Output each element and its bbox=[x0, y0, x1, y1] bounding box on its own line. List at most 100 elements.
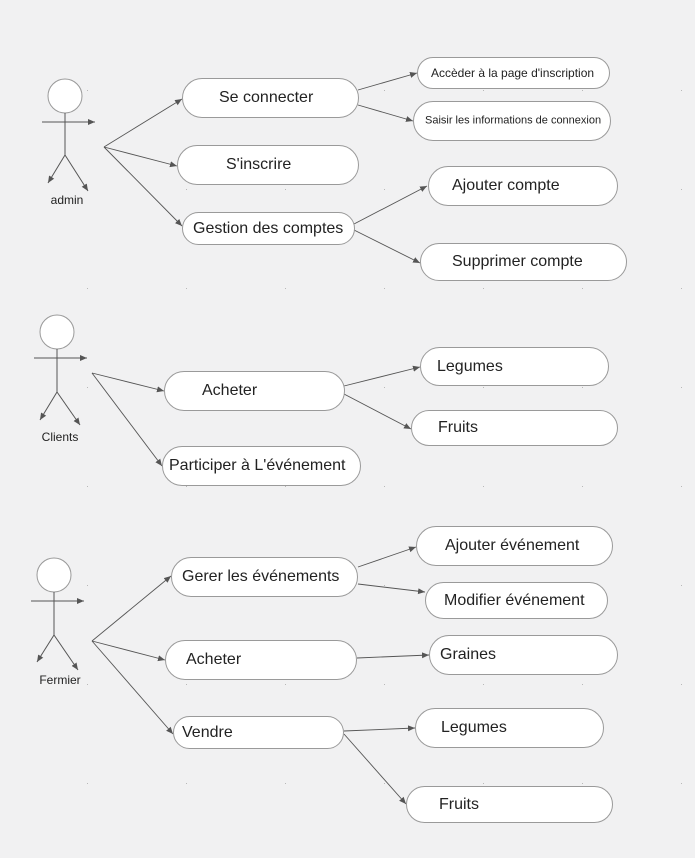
grid-dot bbox=[582, 288, 583, 289]
use-case-ajouter-compte[interactable]: Ajouter compte bbox=[428, 166, 618, 206]
use-case-graines[interactable]: Graines bbox=[429, 635, 618, 675]
grid-dot bbox=[384, 288, 385, 289]
edge-acheter-legumes bbox=[343, 365, 421, 387]
grid-dot bbox=[87, 486, 88, 487]
edge-admin-gestion bbox=[103, 146, 183, 227]
grid-dot bbox=[285, 684, 286, 685]
use-case-fermier-legumes[interactable]: Legumes bbox=[415, 708, 604, 748]
grid-dot bbox=[186, 783, 187, 784]
use-case-gestion-des-comptes[interactable]: Gestion des comptes bbox=[182, 212, 355, 245]
edge-clients-participer bbox=[91, 372, 163, 467]
grid-dot bbox=[384, 783, 385, 784]
grid-dot bbox=[384, 486, 385, 487]
use-case-label: S'inscrire bbox=[226, 156, 292, 173]
edge-gerer-modifier bbox=[357, 583, 426, 595]
use-case-vendre[interactable]: Vendre bbox=[173, 716, 344, 749]
actor-fermier-label: Fermier bbox=[39, 673, 81, 687]
actor-clients-figure bbox=[34, 314, 87, 426]
grid-dot bbox=[186, 486, 187, 487]
grid-dot bbox=[285, 783, 286, 784]
grid-dot bbox=[384, 90, 385, 91]
grid-dot bbox=[483, 783, 484, 784]
grid-dot bbox=[384, 684, 385, 685]
grid-dot bbox=[582, 90, 583, 91]
edge-acheter-graines bbox=[356, 652, 430, 659]
use-case-label: Acheter bbox=[202, 382, 258, 399]
actor-fermier-figure bbox=[31, 557, 84, 671]
use-case-se-connecter[interactable]: Se connecter bbox=[182, 78, 359, 118]
grid-dot bbox=[87, 585, 88, 586]
use-case-label: Supprimer compte bbox=[452, 253, 583, 270]
use-case-label: Accèder à la page d'inscription bbox=[431, 66, 595, 80]
grid-dot bbox=[483, 387, 484, 388]
edge-clients-acheter bbox=[91, 372, 165, 393]
actor-admin-label: admin bbox=[50, 193, 84, 207]
grid-dot bbox=[483, 90, 484, 91]
grid-dot bbox=[483, 288, 484, 289]
use-case-label: Legumes bbox=[441, 719, 507, 736]
grid-dot bbox=[582, 486, 583, 487]
edge-se-connecter-saisir bbox=[357, 104, 414, 122]
use-case-label: Graines bbox=[440, 646, 497, 663]
grid-dot bbox=[681, 90, 682, 91]
grid-dot bbox=[186, 684, 187, 685]
use-case-label: Gestion des comptes bbox=[193, 219, 344, 237]
use-case-clients-legumes[interactable]: Legumes bbox=[420, 347, 609, 386]
use-case-acceder-inscription[interactable]: Accèder à la page d'inscription bbox=[417, 57, 610, 89]
grid-dot bbox=[681, 189, 682, 190]
grid-dot bbox=[681, 486, 682, 487]
use-case-fermier-fruits[interactable]: Fruits bbox=[406, 786, 613, 823]
use-case-participer-evenement[interactable]: Participer à L'événement bbox=[162, 446, 361, 486]
grid-dot bbox=[285, 288, 286, 289]
edge-vendre-fruits bbox=[343, 733, 407, 805]
grid-dot bbox=[681, 288, 682, 289]
edge-gestion-ajouter bbox=[353, 185, 428, 225]
grid-dot bbox=[87, 684, 88, 685]
use-case-ajouter-evenement[interactable]: Ajouter événement bbox=[416, 526, 613, 566]
use-case-label: Fruits bbox=[438, 419, 478, 436]
use-case-label: Ajouter compte bbox=[452, 177, 560, 194]
grid-dot bbox=[384, 387, 385, 388]
use-case-label: Fruits bbox=[439, 795, 479, 813]
grid-dot bbox=[681, 585, 682, 586]
grid-dot bbox=[87, 90, 88, 91]
grid-dot bbox=[87, 288, 88, 289]
edge-acheter-fruits bbox=[343, 393, 412, 430]
use-case-label: Modifier événement bbox=[444, 591, 585, 609]
use-case-label: Se connecter bbox=[219, 89, 314, 106]
edge-admin-se-connecter bbox=[103, 98, 183, 148]
use-case-modifier-evenement[interactable]: Modifier événement bbox=[425, 582, 608, 619]
grid-dot bbox=[87, 387, 88, 388]
use-case-label: Gerer les événements bbox=[182, 568, 340, 585]
use-case-supprimer-compte[interactable]: Supprimer compte bbox=[420, 243, 627, 281]
use-case-clients-fruits[interactable]: Fruits bbox=[411, 410, 618, 446]
grid-dot bbox=[87, 783, 88, 784]
use-case-s-inscrire[interactable]: S'inscrire bbox=[177, 145, 359, 185]
use-case-gerer-evenements[interactable]: Gerer les événements bbox=[171, 557, 358, 597]
grid-dot bbox=[186, 189, 187, 190]
use-case-saisir-informations[interactable]: Saisir les informations de connexion bbox=[413, 101, 611, 141]
grid-dot bbox=[285, 486, 286, 487]
use-case-label: Saisir les informations de connexion bbox=[425, 114, 602, 127]
grid-dot bbox=[681, 783, 682, 784]
use-case-label: Legumes bbox=[437, 357, 503, 375]
grid-dot bbox=[186, 288, 187, 289]
use-case-fermier-acheter[interactable]: Acheter bbox=[165, 640, 357, 680]
edge-fermier-gerer bbox=[91, 575, 172, 642]
use-case-label: Ajouter événement bbox=[445, 537, 580, 554]
use-case-label: Vendre bbox=[182, 723, 233, 741]
edge-gestion-supprimer bbox=[353, 229, 421, 264]
edge-fermier-vendre bbox=[91, 640, 174, 735]
edge-gerer-ajouter bbox=[357, 546, 417, 568]
grid-dot bbox=[582, 783, 583, 784]
grid-dot bbox=[285, 189, 286, 190]
grid-dot bbox=[681, 684, 682, 685]
actor-clients-label: Clients bbox=[41, 430, 79, 444]
use-case-label: Acheter bbox=[186, 651, 242, 668]
use-case-clients-acheter[interactable]: Acheter bbox=[164, 371, 345, 411]
grid-dot bbox=[483, 684, 484, 685]
grid-dot bbox=[483, 486, 484, 487]
grid-dot bbox=[384, 585, 385, 586]
use-case-label: Participer à L'événement bbox=[169, 457, 346, 474]
